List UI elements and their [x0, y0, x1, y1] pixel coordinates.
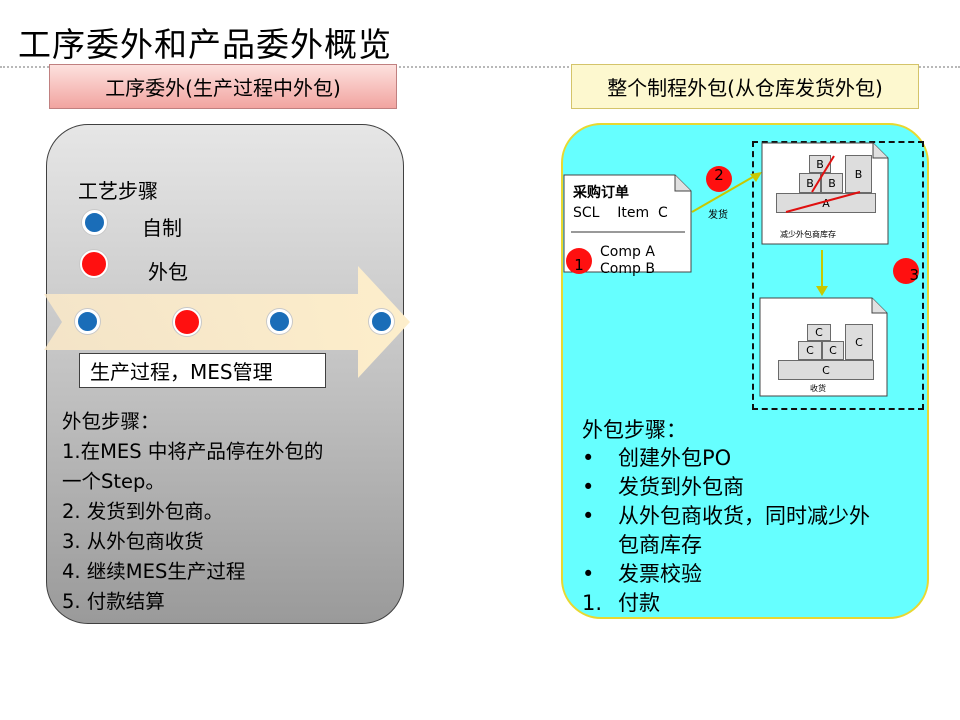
right-step-text: 包商库存: [618, 533, 702, 557]
receive-block-c1: C: [778, 360, 874, 380]
right-step-text: 发票校验: [618, 562, 702, 586]
page-title: 工序委外和产品委外概览: [18, 25, 392, 64]
receive-block-c3: C: [822, 341, 844, 360]
po-title: 采购订单: [573, 185, 629, 201]
po-comp-a: Comp A: [600, 244, 655, 260]
right-steps-title: 外包步骤：: [582, 418, 687, 442]
title-divider: [0, 66, 960, 68]
right-step-row: • 从外包商收货，同时减少外: [582, 502, 870, 531]
legend-outsource-dot: [80, 250, 108, 278]
legend-self-dot: [82, 210, 107, 235]
right-step-bullet: 1.: [582, 591, 603, 615]
right-step-text: 创建外包PO: [618, 446, 732, 470]
left-outsource-steps: 外包步骤： 1.在MES 中将产品停在外包的 一个Step。 2. 发货到外包商…: [62, 410, 324, 613]
process-step-4-self: [369, 309, 394, 334]
mes-process-text: 生产过程，MES管理: [90, 360, 273, 384]
purchase-order-document: [563, 174, 692, 273]
ship-arrow: [691, 172, 762, 213]
right-step-row: • 发货到外包商: [582, 473, 870, 502]
outsource-vendor-boundary: [752, 141, 924, 410]
legend-self-label: 自制: [142, 216, 182, 240]
right-header-label: 整个制程外包(从仓库发货外包): [607, 76, 883, 100]
right-step-row: • 发票校验: [582, 560, 870, 589]
right-step-text: 从外包商收货，同时减少外: [618, 504, 870, 528]
receive-block-c2: C: [798, 341, 822, 360]
step-badge-3: 3: [893, 258, 919, 284]
receive-block-c5: C: [845, 324, 873, 360]
step-badge-2-number: 2: [714, 166, 724, 184]
right-step-row: 包商库存: [582, 531, 870, 560]
right-step-bullet: •: [582, 446, 595, 470]
mes-process-label: 生产过程，MES管理: [79, 353, 326, 388]
process-step-1-self: [75, 309, 100, 334]
po-comp-b: Comp B: [600, 261, 655, 277]
right-step-text: 付款: [618, 591, 660, 615]
right-step-text: 发货到外包商: [618, 475, 744, 499]
receive-label: 收货: [810, 384, 826, 393]
right-step-row: • 创建外包PO: [582, 444, 870, 473]
right-step-bullet: •: [582, 562, 595, 586]
ship-label: 发货: [708, 210, 728, 221]
step-badge-1: 1: [566, 248, 592, 274]
inventory-label: 减少外包商库存: [780, 230, 836, 239]
legend-outsource-label: 外包: [148, 260, 188, 284]
right-step-bullet: [582, 531, 618, 560]
left-section-header: 工序委外(生产过程中外包): [49, 64, 397, 109]
step-badge-1-number: 1: [574, 256, 584, 274]
legend-title: 工艺步骤: [78, 179, 158, 203]
right-section-header: 整个制程外包(从仓库发货外包): [571, 64, 919, 109]
step-badge-3-number: 3: [909, 266, 919, 284]
po-line: SCL Item C: [573, 205, 668, 221]
left-header-label: 工序委外(生产过程中外包): [105, 76, 341, 100]
right-step-bullet: •: [582, 504, 595, 528]
process-step-2-outsource: [173, 308, 201, 336]
process-step-3-self: [267, 309, 292, 334]
right-outsource-steps: • 创建外包PO • 发货到外包商 • 从外包商收货，同时减少外 包商库存 • 发票校验…: [582, 444, 870, 618]
step-badge-2: 2: [706, 166, 732, 192]
right-step-bullet: •: [582, 475, 595, 499]
inventory-block-b2: B: [821, 173, 843, 193]
process-arrow: [44, 266, 410, 378]
receive-arrow: [816, 250, 828, 296]
right-step-row: 1. 付款: [582, 589, 870, 618]
receive-block-c4: C: [807, 324, 831, 341]
inventory-reduction-marks: [785, 155, 861, 213]
